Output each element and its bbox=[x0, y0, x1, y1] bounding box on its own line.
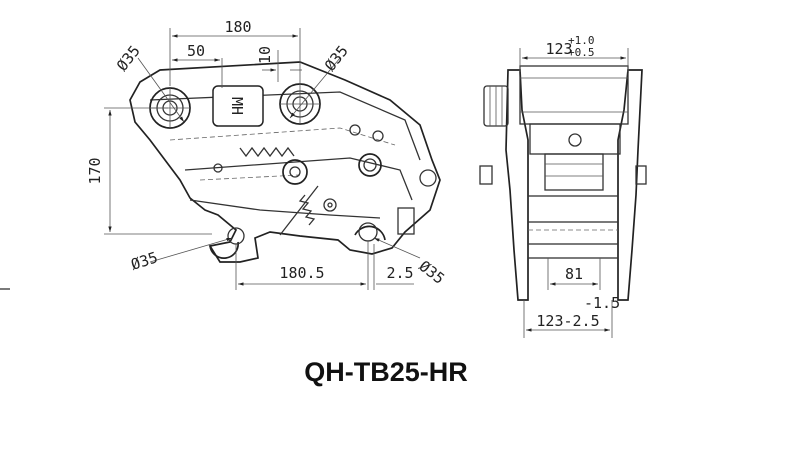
plate-edge-mid bbox=[184, 157, 413, 201]
dim-front-top-tol-lower: +0.5 bbox=[568, 46, 595, 59]
coupler-body-outline bbox=[129, 61, 441, 263]
dim-pin-dia-top-right: Ø35 bbox=[321, 42, 352, 74]
dim-front-top-tol-upper: +1.0 bbox=[568, 34, 595, 47]
top-drum bbox=[519, 65, 629, 125]
dim-pin-dia-top-left: Ø35 bbox=[113, 42, 144, 74]
side-hole bbox=[419, 169, 437, 187]
latch-block bbox=[544, 153, 604, 191]
mid-housing bbox=[529, 123, 621, 155]
left-side-plate bbox=[505, 69, 529, 301]
bottom-pin-right bbox=[354, 207, 415, 242]
latch-pivot bbox=[358, 153, 382, 177]
dim-front-middle: 81 bbox=[565, 265, 583, 283]
plate-edge-lower bbox=[189, 199, 381, 219]
right-side-plate bbox=[617, 69, 643, 301]
dim-front-bottom-tol: -1.5 bbox=[584, 294, 620, 312]
top-pin-right bbox=[279, 83, 321, 125]
plate-edge-upper bbox=[149, 91, 421, 161]
left-nub bbox=[479, 165, 493, 185]
dim-height: 170 bbox=[86, 157, 104, 184]
lower-crossbar bbox=[527, 195, 619, 223]
logo-plate bbox=[212, 85, 264, 127]
model-title: QH-TB25-HR bbox=[304, 357, 468, 387]
dim-front-bottom: 123-2.5 bbox=[536, 312, 599, 330]
side-view: MH 180 bbox=[86, 18, 448, 290]
front-view: 123 +1.0 +0.5 81 -1.5 123-2.5 bbox=[479, 34, 647, 338]
rivet-hole bbox=[213, 163, 223, 173]
dim-pin-dia-bottom-right: Ø35 bbox=[416, 257, 448, 288]
dim-top-gap: 10 bbox=[256, 46, 274, 64]
dim-top-width: 180 bbox=[224, 18, 251, 36]
dim-bottom-width: 180.5 bbox=[279, 264, 324, 282]
latch-bolt bbox=[568, 133, 582, 147]
right-nub bbox=[635, 165, 647, 185]
dim-pin-dia-bottom-left: Ø35 bbox=[129, 248, 160, 273]
dim-front-top: 123 bbox=[545, 40, 572, 58]
bolt-hole-1 bbox=[349, 124, 361, 136]
bottom-crossbar bbox=[527, 243, 619, 259]
dim-top-left: 50 bbox=[187, 42, 205, 60]
latch-spring bbox=[239, 146, 337, 236]
bolt-hole-2 bbox=[372, 130, 384, 142]
dim-bottom-offset: 2.5 bbox=[386, 264, 413, 282]
logo-text: MH bbox=[228, 97, 246, 115]
hidden-line-1 bbox=[169, 127, 396, 146]
